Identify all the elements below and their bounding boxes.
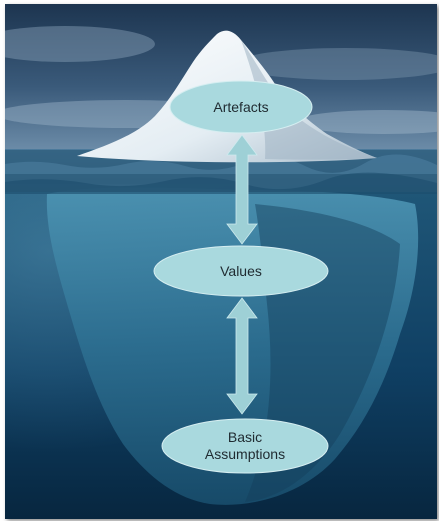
- node-assumptions-label-line2: Assumptions: [205, 446, 285, 462]
- iceberg-diagram: Artefacts Values Basic Assumptions: [5, 4, 437, 519]
- node-values-label: Values: [220, 263, 262, 279]
- clouds: [5, 26, 437, 134]
- iceberg-scene: Artefacts Values Basic Assumptions: [5, 4, 437, 519]
- arrow-values-assumptions: [226, 297, 258, 415]
- waves: [5, 154, 437, 174]
- node-artefacts-label: Artefacts: [213, 99, 268, 115]
- node-artefacts: Artefacts: [169, 80, 313, 134]
- node-values: Values: [153, 245, 329, 297]
- double-arrow-shape: [226, 297, 258, 415]
- double-arrow-shape: [226, 134, 258, 245]
- arrow-artefacts-values: [226, 134, 258, 245]
- node-basic-assumptions: Basic Assumptions: [161, 418, 329, 474]
- node-assumptions-label-line1: Basic: [228, 429, 262, 445]
- waves-lower: [5, 172, 437, 194]
